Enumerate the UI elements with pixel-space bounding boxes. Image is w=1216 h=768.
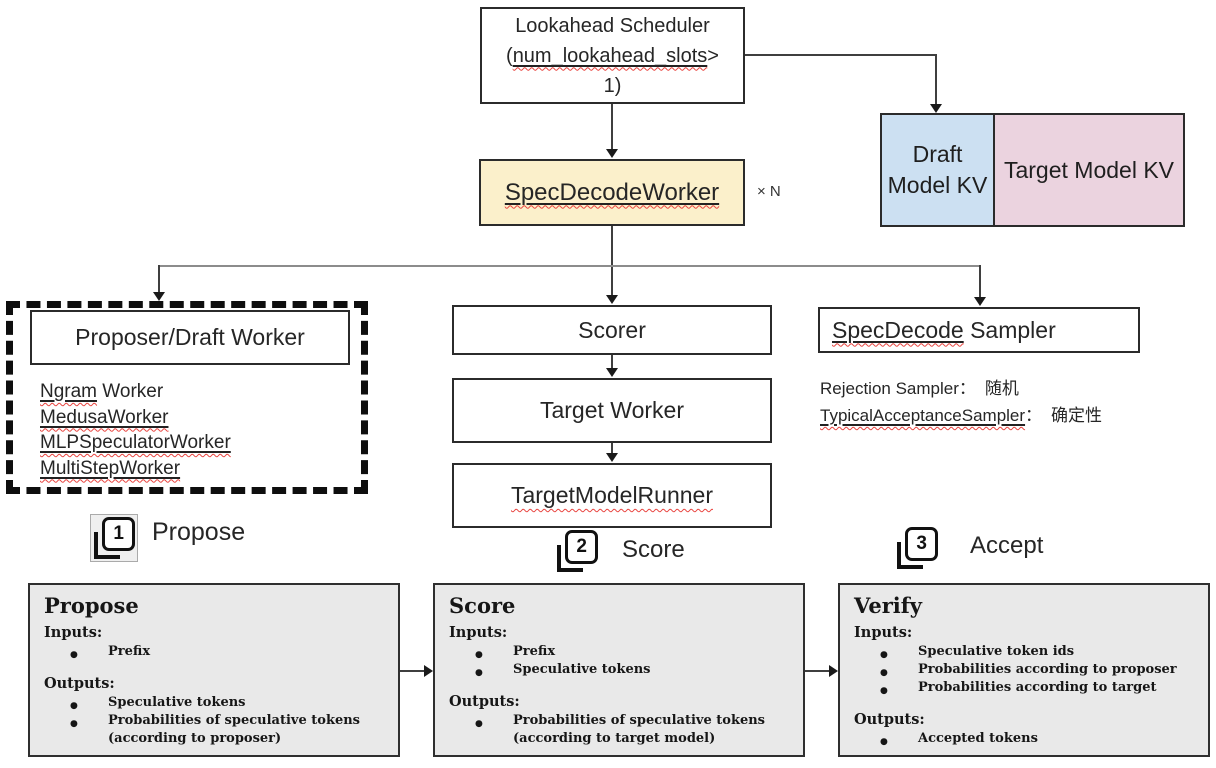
proposer-worker-item: MultiStepWorker: [40, 457, 181, 479]
arrowhead: [606, 368, 618, 377]
sampler-note: TypicalAcceptanceSampler：确定性: [820, 406, 1103, 425]
propose-step-label: Propose: [152, 518, 246, 546]
connector-worker-down: [611, 226, 613, 267]
step-section-label: Outputs:: [44, 675, 115, 692]
proposer-worker-item: MLPSpeculatorWorker: [40, 432, 231, 453]
accept-step-label: Accept: [970, 532, 1044, 559]
arrowhead: [424, 665, 433, 677]
spec-decode-worker-label: SpecDecodeWorker: [504, 178, 720, 206]
scorer-box: Scorer: [452, 305, 772, 355]
score-detail-box: Score Inputs: PrefixSpeculative tokensOut…: [433, 583, 805, 757]
step-bullet: Prefix: [44, 643, 384, 664]
arrowhead: [606, 295, 618, 304]
step-title: Propose: [44, 593, 139, 618]
scheduler-line2: (num_lookahead_slots>: [506, 44, 719, 67]
copy-number-3-icon: 3: [896, 527, 938, 569]
copy-number-2-icon: 2: [556, 530, 598, 572]
step-bullet: Speculative token ids: [854, 643, 1194, 664]
branch-drop-proposer: [158, 265, 160, 294]
target-model-runner-box: TargetModelRunner: [452, 463, 772, 528]
arrowhead: [606, 149, 618, 158]
arrowhead: [829, 665, 838, 677]
step-bullet: Speculative tokens: [44, 694, 384, 715]
spec-decode-worker-box: SpecDecodeWorker: [479, 159, 745, 226]
proposer-draft-worker-box: Proposer/Draft Worker: [30, 310, 350, 365]
verify-detail-box: Verify Inputs:Speculative token idsProba…: [838, 583, 1210, 757]
step-bullet: Probabilities of speculative tokens (acc…: [449, 712, 789, 748]
branch-drop-sampler: [979, 265, 981, 299]
target-worker-box: Target Worker: [452, 378, 772, 443]
step-title: Verify: [854, 593, 923, 618]
arrowhead: [974, 297, 986, 306]
proposer-worker-item: MedusaWorker: [40, 406, 169, 428]
connector-scheduler-to-kv-horizontal: [744, 54, 937, 56]
connector-target-worker-to-runner: [611, 443, 613, 455]
branch-drop-scorer: [611, 267, 613, 297]
connector-scheduler-to-kv-vertical: [935, 54, 937, 105]
target-model-kv-box: Target Model KV: [995, 115, 1183, 225]
step-section-label: Inputs:: [44, 624, 103, 641]
step-bullet: Speculative tokens: [449, 661, 789, 682]
proposer-worker-item: Ngram Worker: [40, 381, 164, 402]
score-step-label: Score: [622, 536, 685, 563]
scheduler-line3: 1): [603, 74, 622, 97]
branch-horizontal: [158, 265, 981, 267]
step-section-label: Outputs:: [854, 711, 925, 728]
spec-decode-sampler-box: SpecDecode Sampler: [818, 307, 1140, 353]
step-body: Inputs:Speculative token idsProbabilitie…: [854, 623, 1194, 751]
step-bullet: Accepted tokens: [854, 730, 1194, 751]
connector-score-to-verify: [805, 670, 831, 672]
step-bullet: Prefix: [449, 643, 789, 664]
step-bullet: Probabilities of speculative tokens (acc…: [44, 712, 384, 748]
worker-multiplier-label: × N: [757, 183, 781, 200]
kv-cache-group: Draft Model KV Target Model KV: [880, 113, 1185, 227]
arrowhead: [930, 104, 942, 113]
connector-propose-to-score: [400, 670, 426, 672]
scheduler-line1: Lookahead Scheduler: [515, 14, 710, 37]
sampler-note: Rejection Sampler：随机: [820, 379, 1019, 398]
proposer-dashed-group: [6, 301, 368, 494]
step-section-label: Inputs:: [854, 624, 913, 641]
connector-scheduler-to-worker: [611, 103, 613, 151]
lookahead-scheduler-box: Lookahead Scheduler (num_lookahead_slots…: [480, 7, 745, 104]
step-title: Score: [449, 593, 516, 618]
sampler-notes: Rejection Sampler：随机 TypicalAcceptanceSam…: [820, 375, 1102, 429]
step-section-label: Outputs:: [449, 693, 520, 710]
arrowhead: [153, 292, 165, 301]
step-section-label: Inputs:: [449, 624, 508, 641]
connector-scorer-to-target-worker: [611, 355, 613, 370]
step-bullet: Probabilities according to target: [854, 679, 1194, 700]
draft-model-kv-box: Draft Model KV: [882, 115, 995, 225]
arrowhead: [606, 453, 618, 462]
step-bullet: Probabilities according to proposer: [854, 661, 1194, 682]
copy-number-1-icon: 1: [90, 514, 138, 562]
